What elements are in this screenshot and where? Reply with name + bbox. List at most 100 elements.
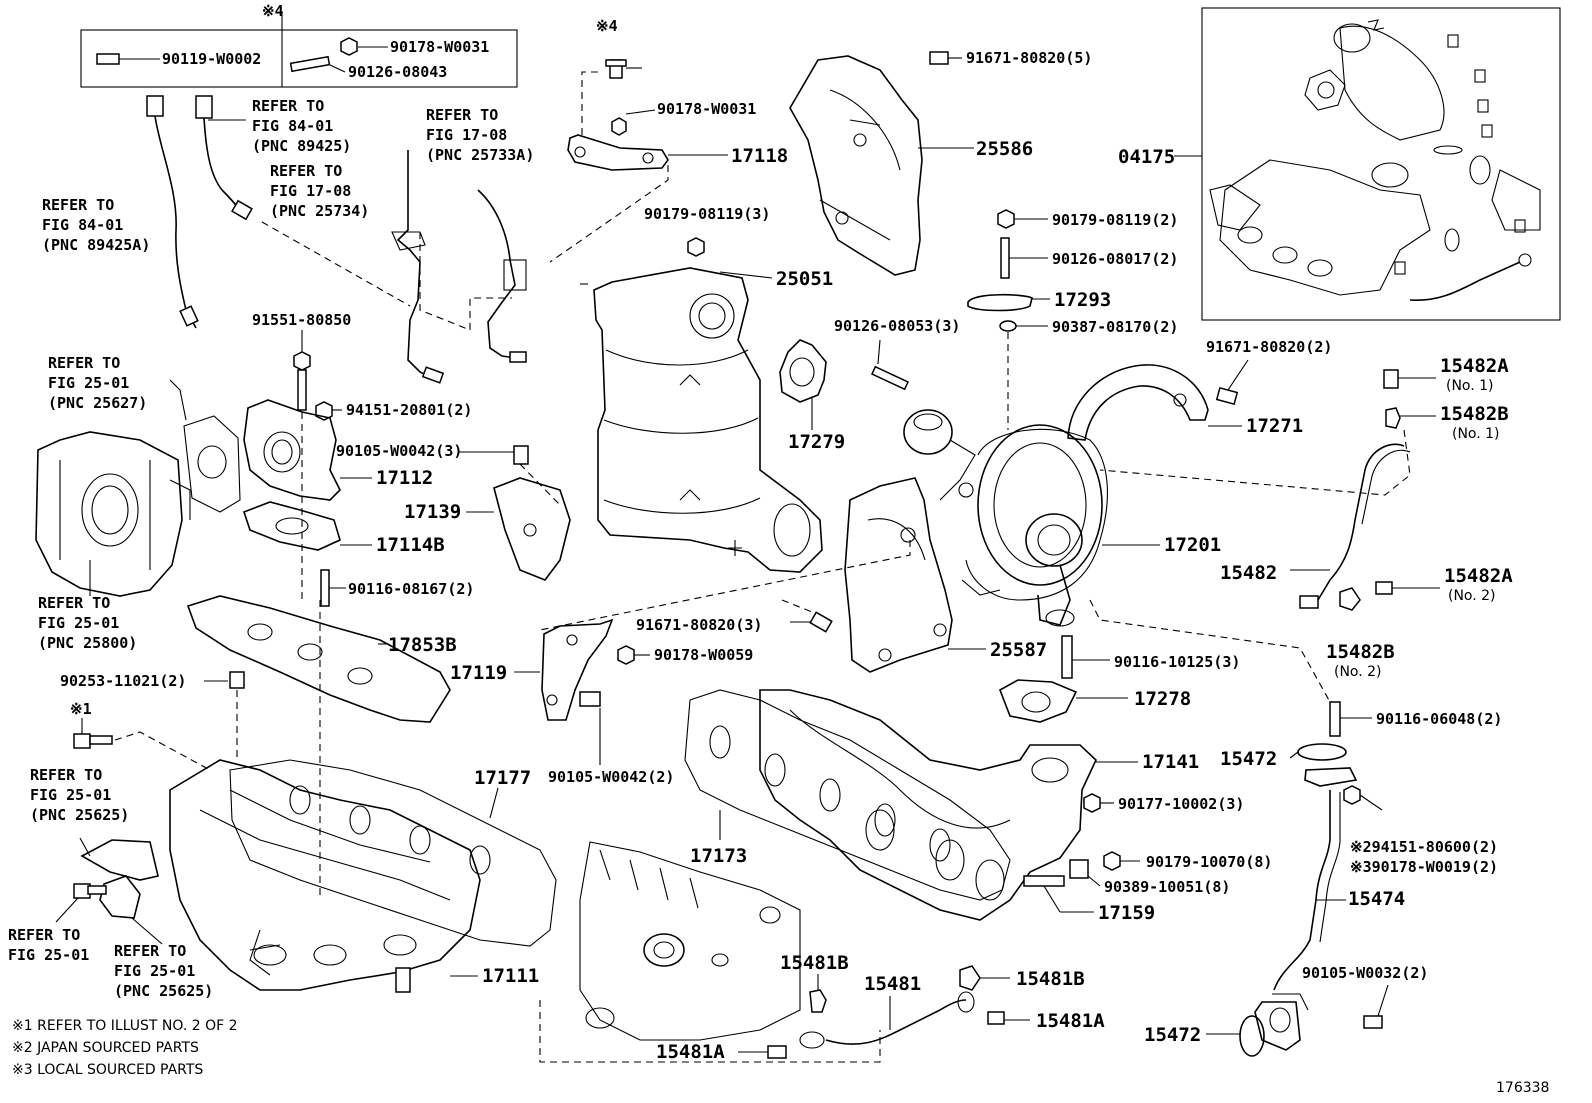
label-no2-a: (No. 2) — [1448, 588, 1496, 604]
manifold-hardware: 90177-10002(3) 90179-10070(8) 90389-1005… — [1023, 793, 1272, 924]
label-p17118: 17118 — [731, 145, 788, 167]
label-r2-l1: REFER TO — [270, 162, 342, 180]
label-p90179-08119-3: 90179-08119(3) — [644, 205, 770, 223]
label-p91671-80820-2: 91671-80820(2) — [1206, 338, 1332, 356]
label-r3-l3: (PNC 25733A) — [426, 146, 534, 164]
ref-fig84-01-89425A: REFER TO FIG 84-01 (PNC 89425A) — [42, 196, 150, 254]
label-r2-l2: FIG 17-08 — [270, 182, 351, 200]
label-r6-l1: REFER TO — [38, 594, 110, 612]
label-r1-l2: FIG 84-01 — [252, 117, 333, 135]
label-r9-l2: FIG 25-01 — [114, 962, 195, 980]
label-star1: ※1 — [70, 700, 92, 718]
label-p91551-80850: 91551-80850 — [252, 311, 351, 329]
hardware-17293-group: 90179-08119(2) 90126-08017(2) 17293 9038… — [967, 209, 1178, 430]
label-p15482A-2: 15482A — [1444, 565, 1513, 587]
label-r4-l1: REFER TO — [42, 196, 114, 214]
label-p90179-08119-2: 90179-08119(2) — [1052, 211, 1178, 229]
label-p15481B-b: 15481B — [1016, 968, 1085, 990]
label-p17201: 17201 — [1164, 534, 1221, 556]
label-r9-l3: (PNC 25625) — [114, 982, 213, 1000]
catalytic-converter-25051: 90179-08119(3) 25051 — [580, 205, 833, 573]
label-p94151-20801-2: 94151-20801(2) — [346, 401, 472, 419]
oil-return-pipe-15474: 90116-06048(2) 15472 ※294151-80600(2) ※3… — [1089, 599, 1502, 1057]
ref-fig25-01-25625-a: REFER TO FIG 25-01 (PNC 25625) — [30, 766, 129, 824]
label-star4-b: ※4 — [596, 17, 618, 35]
label-p17111: 17111 — [482, 965, 539, 987]
bolt-set-box: ※4 90119-W0002 90126-08043 90178-W0031 — [80, 2, 518, 88]
label-p17112: 17112 — [376, 467, 433, 489]
label-p15482B-2: 15482B — [1326, 641, 1395, 663]
label-p90126-08053-3: 90126-08053(3) — [834, 317, 960, 335]
label-p90178-w0059: 90178-W0059 — [654, 646, 753, 664]
gasket-17114B: 17114B — [242, 501, 445, 556]
label-r4-l2: FIG 84-01 — [42, 216, 123, 234]
label-p17278: 17278 — [1134, 688, 1191, 710]
intake-manifold-17111: 17111 — [169, 759, 539, 993]
temp-sensor-25733A — [477, 189, 527, 363]
label-no1-b: (No. 1) — [1452, 426, 1500, 442]
label-r7-l3: (PNC 25625) — [30, 806, 129, 824]
label-p15482A-1: 15482A — [1440, 355, 1509, 377]
plug-90253: 90253-11021(2) ※1 — [60, 671, 245, 771]
o2-sensor-89425A — [146, 95, 199, 329]
gasket-kit-04175: 04175 — [1118, 7, 1561, 321]
label-p90389-10051-8: 90389-10051(8) — [1104, 878, 1230, 896]
illustration-code: 176338 — [1496, 1080, 1549, 1096]
label-no2-b: (No. 2) — [1334, 664, 1382, 680]
oil-pipe-15481: 15481B 15481 15481B 15481A 15481A — [656, 952, 1105, 1063]
gasket-17279: 90126-08053(3) 17279 — [779, 317, 960, 453]
label-r8-l2: FIG 25-01 — [8, 946, 89, 964]
label-r9-l1: REFER TO — [114, 942, 186, 960]
ref-fig25-01-25800: REFER TO FIG 25-01 (PNC 25800) — [38, 560, 137, 652]
part-90119-W0002: 90119-W0002 — [162, 50, 261, 68]
label-p04175: 04175 — [1118, 146, 1175, 168]
label-p17279: 17279 — [788, 431, 845, 453]
label-p90178-w0031-b: 90178-W0031 — [657, 100, 756, 118]
label-p90105-w0042-3: 90105-W0042(3) — [336, 442, 462, 460]
label-p17159: 17159 — [1098, 902, 1155, 924]
label-r6-l2: FIG 25-01 — [38, 614, 119, 632]
label-r1-l1: REFER TO — [252, 97, 324, 115]
label-p15481A-a: 15481A — [656, 1041, 725, 1063]
label-p94151-80600: ※294151-80600(2) — [1350, 838, 1498, 856]
label-p90179-10070-8: 90179-10070(8) — [1146, 853, 1272, 871]
label-p17293: 17293 — [1054, 289, 1111, 311]
label-p15474: 15474 — [1348, 888, 1405, 910]
egr-valve-assembly — [35, 379, 241, 597]
label-p15481: 15481 — [864, 973, 921, 995]
label-p90126-08017-2: 90126-08017(2) — [1052, 250, 1178, 268]
label-p17173: 17173 — [690, 845, 747, 867]
label-p90116-08167-2: 90116-08167(2) — [348, 580, 474, 598]
gasket-17278: 90116-10125(3) 17278 — [999, 635, 1240, 723]
label-r7-l2: FIG 25-01 — [30, 786, 111, 804]
part-90178-W0031-a: 90178-W0031 — [390, 38, 489, 56]
label-p91671-80820-3: 91671-80820(3) — [636, 616, 762, 634]
label-p90178-w0019: ※390178-W0019(2) — [1350, 858, 1498, 876]
star4-mark: ※4 — [262, 2, 284, 20]
label-r2-l3: (PNC 25734) — [270, 202, 369, 220]
label-p15482B-1: 15482B — [1440, 403, 1509, 425]
oil-pipe-15482: 15482A (No. 1) 15482B (No. 1) 15482 1548… — [1099, 355, 1513, 680]
label-no1-a: (No. 1) — [1446, 378, 1494, 394]
label-p15482: 15482 — [1220, 562, 1277, 584]
footnotes: ※1 REFER TO ILLUST NO. 2 OF 2 ※2 JAPAN S… — [12, 1018, 238, 1078]
label-r5-l3: (PNC 25627) — [48, 394, 147, 412]
exhaust-gasket-17173: 17173 — [684, 689, 1011, 901]
heat-insulator-17271: 91671-80820(2) 17271 — [1067, 338, 1332, 441]
label-p17114B: 17114B — [376, 534, 445, 556]
egr-adapter-17112: 91551-80850 94151-20801(2) 17112 90105-W… — [243, 311, 561, 506]
label-p90253-11021-2: 90253-11021(2) — [60, 672, 186, 690]
label-p90105-w0042-2: 90105-W0042(2) — [548, 768, 674, 786]
label-r1-l3: (PNC 89425) — [252, 137, 351, 155]
label-r7-l1: REFER TO — [30, 766, 102, 784]
label-p15472-b: 15472 — [1144, 1024, 1201, 1046]
bracket-17119: 17119 91671-80820(3) 90178-W0059 90105-W… — [450, 599, 833, 786]
ref-fig25-01-b: REFER TO FIG 25-01 — [8, 926, 89, 964]
label-p17141: 17141 — [1142, 751, 1199, 773]
label-p91671-80820-5: 91671-80820(5) — [966, 49, 1092, 67]
label-p90116-10125-3: 90116-10125(3) — [1114, 653, 1240, 671]
heat-insulator-25586: 91671-80820(5) 25586 — [789, 49, 1092, 276]
footnote-3: ※3 LOCAL SOURCED PARTS — [12, 1062, 203, 1078]
label-p15481B-a: 15481B — [780, 952, 849, 974]
